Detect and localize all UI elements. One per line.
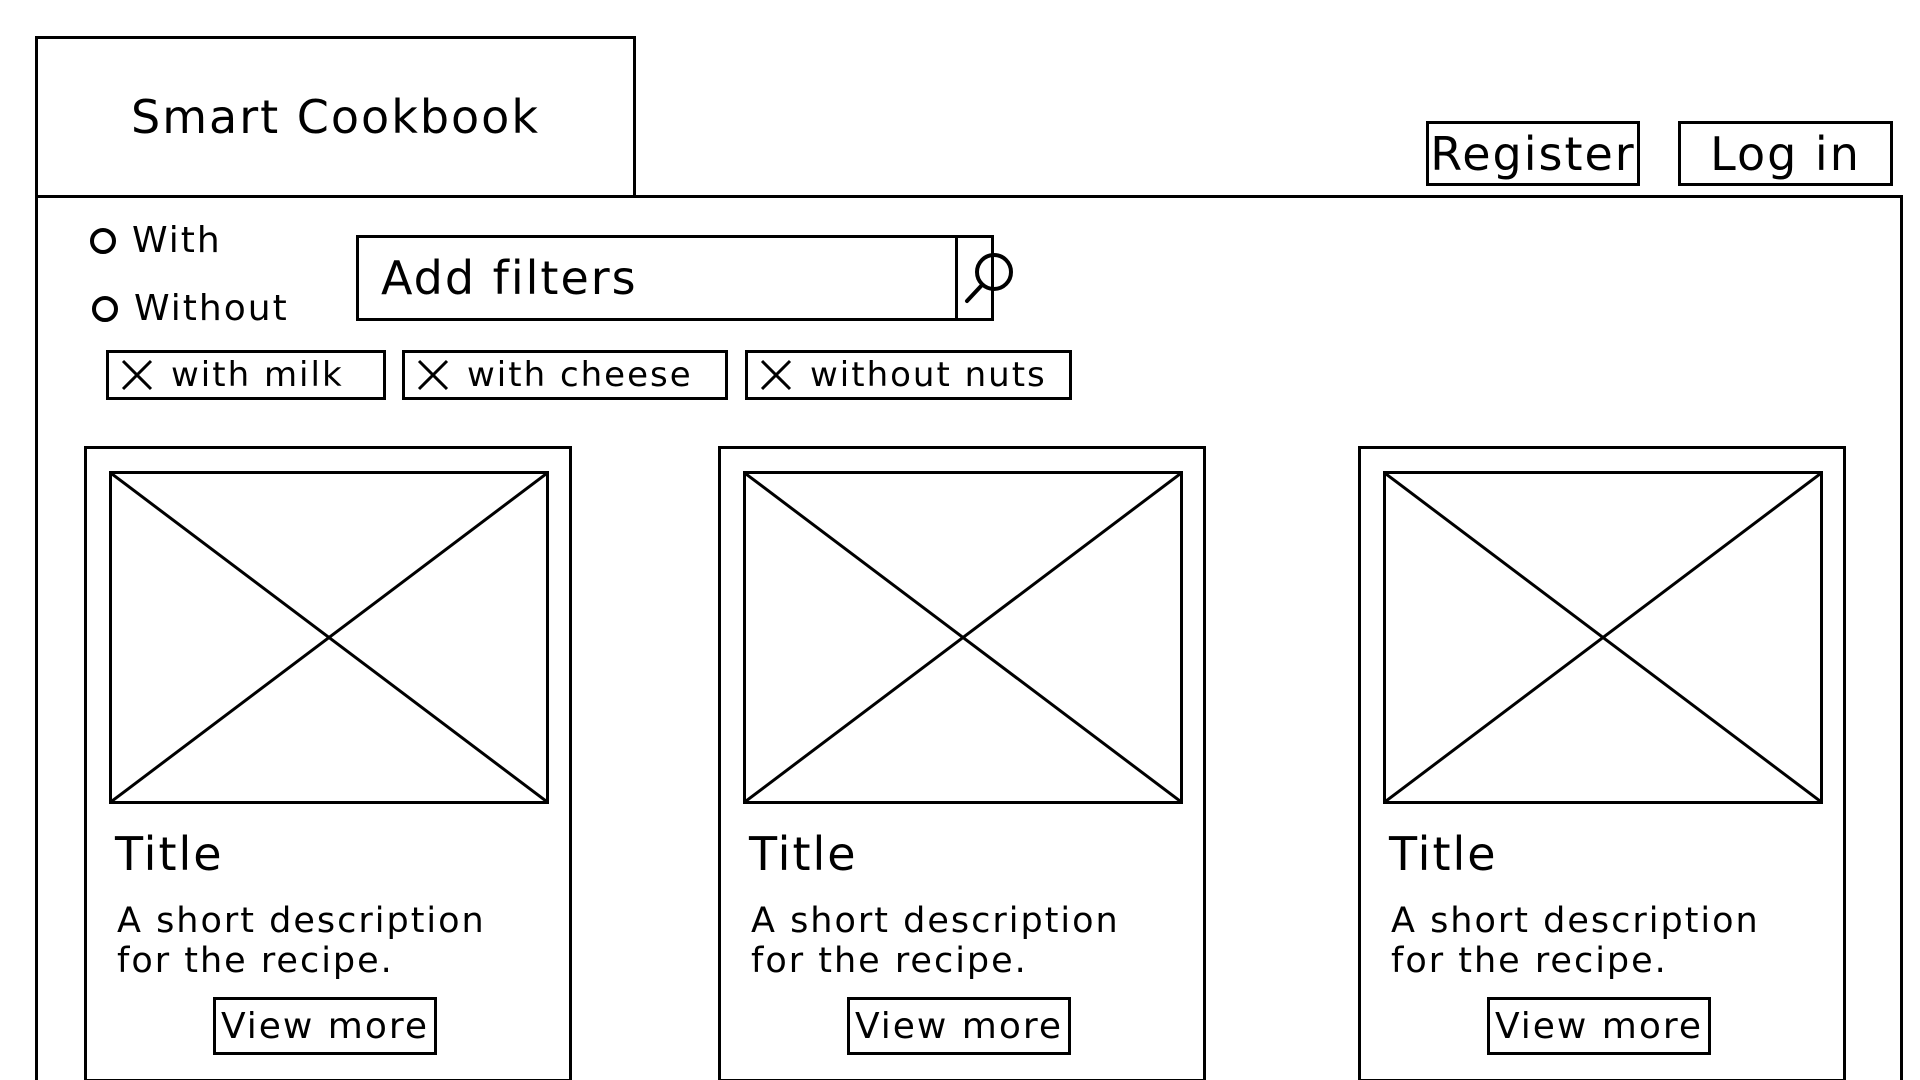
recipe-card: Title A short description for the recipe…: [84, 446, 572, 1080]
filter-chip: without nuts: [745, 350, 1072, 400]
filter-chip: with cheese: [402, 350, 728, 400]
recipe-description: A short description for the recipe.: [1391, 901, 1760, 981]
radio-circle-icon: [92, 295, 118, 322]
login-button[interactable]: Log in: [1678, 121, 1893, 186]
view-more-button[interactable]: View more: [213, 997, 437, 1055]
filter-chip-label: without nuts: [810, 355, 1047, 395]
filter-search-input[interactable]: [359, 238, 955, 318]
search-icon: [965, 253, 1013, 303]
recipe-title: Title: [749, 827, 858, 881]
filter-chip: with milk: [106, 350, 386, 400]
without-radio-label: Without: [134, 288, 289, 329]
view-more-button[interactable]: View more: [847, 997, 1071, 1055]
app-logo[interactable]: Smart Cookbook: [35, 36, 636, 198]
radio-circle-icon: [90, 227, 116, 254]
main-content-frame: [35, 195, 1903, 1080]
with-radio[interactable]: With: [90, 220, 222, 261]
search-button[interactable]: [955, 238, 1020, 318]
login-button-label: Log in: [1710, 126, 1861, 181]
close-icon[interactable]: [119, 357, 155, 393]
without-radio[interactable]: Without: [92, 288, 289, 329]
register-button-label: Register: [1430, 126, 1636, 181]
close-icon[interactable]: [758, 357, 794, 393]
recipe-title: Title: [1389, 827, 1498, 881]
image-placeholder-icon: [1383, 471, 1823, 804]
recipe-description: A short description for the recipe.: [751, 901, 1120, 981]
close-icon[interactable]: [415, 357, 451, 393]
app-title: Smart Cookbook: [131, 90, 540, 144]
recipe-card: Title A short description for the recipe…: [718, 446, 1206, 1080]
recipe-title: Title: [115, 827, 224, 881]
view-more-label: View more: [854, 1005, 1064, 1047]
with-radio-label: With: [132, 220, 222, 261]
view-more-label: View more: [220, 1005, 430, 1047]
recipe-description: A short description for the recipe.: [117, 901, 486, 981]
image-placeholder-icon: [109, 471, 549, 804]
register-button[interactable]: Register: [1426, 121, 1640, 186]
view-more-label: View more: [1494, 1005, 1704, 1047]
recipe-card: Title A short description for the recipe…: [1358, 446, 1846, 1080]
view-more-button[interactable]: View more: [1487, 997, 1711, 1055]
filter-chip-label: with cheese: [467, 355, 693, 395]
image-placeholder-icon: [743, 471, 1183, 804]
filter-search-box: [356, 235, 1013, 321]
filter-chip-label: with milk: [171, 355, 344, 395]
